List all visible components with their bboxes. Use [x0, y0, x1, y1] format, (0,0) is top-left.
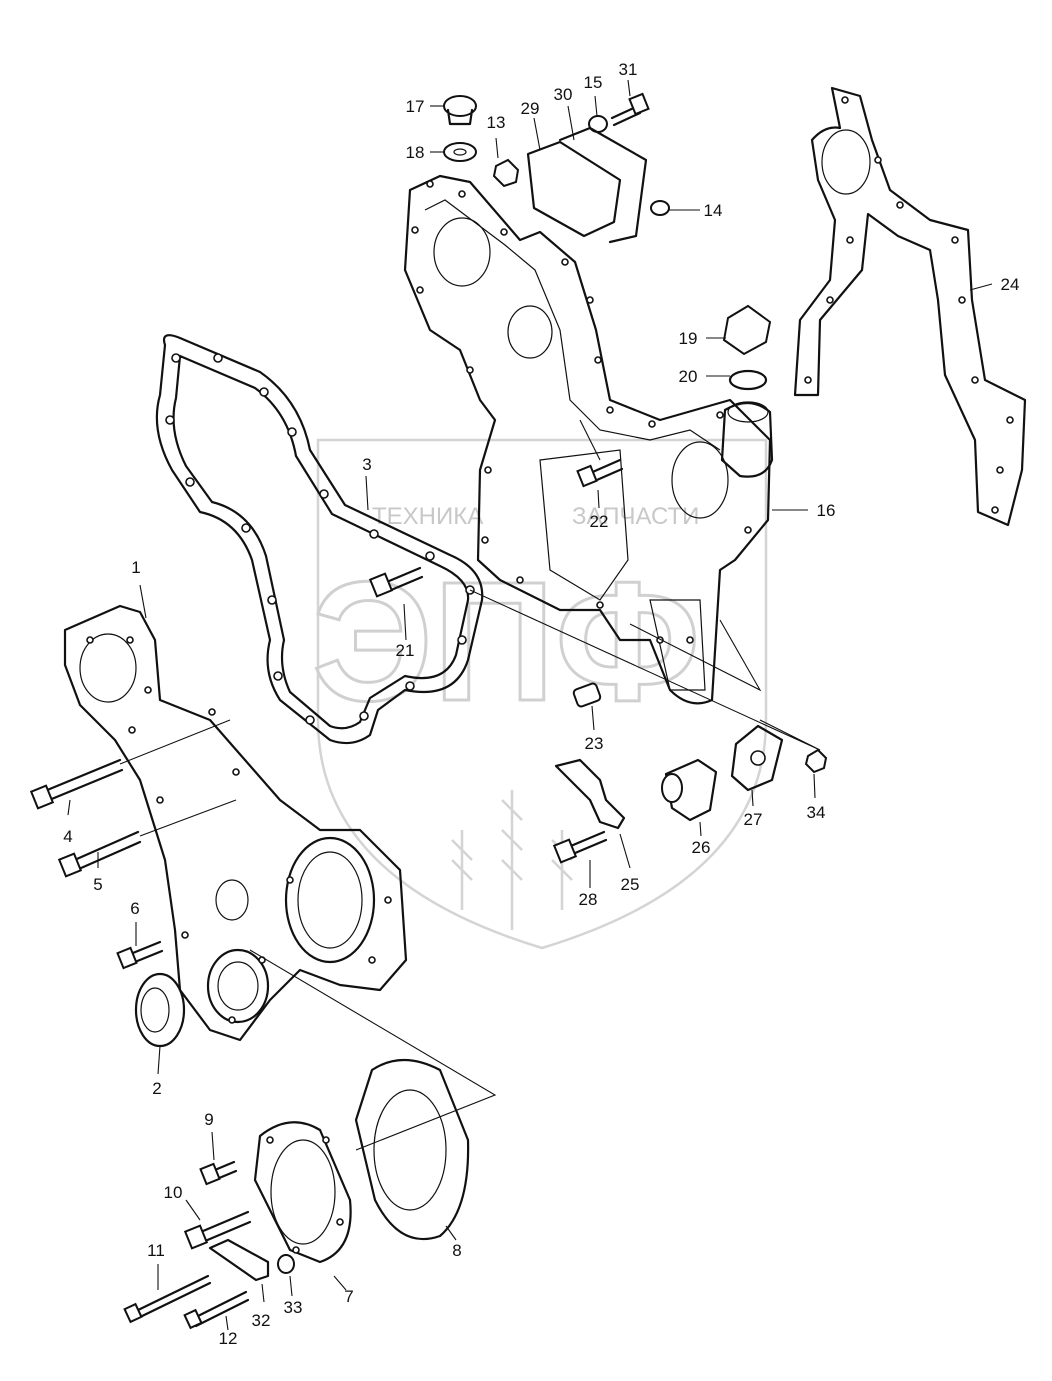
callout-15: 15 — [584, 73, 603, 92]
callout-31: 31 — [619, 60, 638, 79]
part-16-timing-case — [403, 174, 774, 705]
callout-1: 1 — [131, 558, 140, 577]
part-24-gasket — [793, 86, 1027, 527]
callout-19: 19 — [679, 329, 698, 348]
callout-25: 25 — [621, 875, 640, 894]
callout-28: 28 — [579, 890, 598, 909]
callout-29: 29 — [521, 99, 540, 118]
callout-11: 11 — [147, 1241, 165, 1260]
callout-16: 16 — [817, 501, 836, 520]
callout-14: 14 — [704, 201, 723, 220]
callout-3: 3 — [362, 455, 371, 474]
part-7-cover-plate — [253, 1121, 352, 1264]
part-1-front-cover — [63, 604, 408, 1042]
callout-21: 21 — [396, 641, 415, 660]
callout-17: 17 — [406, 97, 425, 116]
watermark-text-right: ЗАПЧАСТИ — [572, 503, 699, 530]
callout-8: 8 — [452, 1241, 461, 1260]
callout-5: 5 — [93, 875, 102, 894]
callout-labels: 1 2 3 4 5 6 7 8 9 10 11 12 13 14 15 16 1… — [63, 60, 1019, 1348]
callout-24: 24 — [1001, 275, 1020, 294]
callout-34: 34 — [807, 803, 826, 822]
part-8-gasket-ring — [354, 1059, 470, 1241]
callout-30: 30 — [554, 85, 573, 104]
callout-23: 23 — [585, 734, 604, 753]
callout-4: 4 — [63, 827, 72, 846]
part-2-seal — [134, 972, 186, 1048]
callout-26: 26 — [692, 838, 711, 857]
callout-22: 22 — [590, 512, 609, 531]
callout-27: 27 — [744, 810, 763, 829]
callout-20: 20 — [679, 367, 698, 386]
callout-18: 18 — [406, 143, 425, 162]
small-parts — [29, 92, 828, 1330]
watermark-wheat-icon — [451, 790, 573, 930]
callout-9: 9 — [204, 1110, 213, 1129]
callout-32: 32 — [252, 1311, 271, 1330]
callout-7: 7 — [344, 1287, 353, 1306]
callout-6: 6 — [130, 899, 139, 918]
leader-lines — [67, 79, 993, 1331]
watermark-logo: ЭПФ — [312, 547, 700, 737]
callout-13: 13 — [487, 113, 506, 132]
callout-10: 10 — [164, 1183, 183, 1202]
callout-12: 12 — [219, 1329, 238, 1348]
part-3-gasket — [155, 334, 484, 745]
watermark-shield — [316, 438, 768, 950]
callout-33: 33 — [284, 1298, 303, 1317]
callout-2: 2 — [152, 1079, 161, 1098]
